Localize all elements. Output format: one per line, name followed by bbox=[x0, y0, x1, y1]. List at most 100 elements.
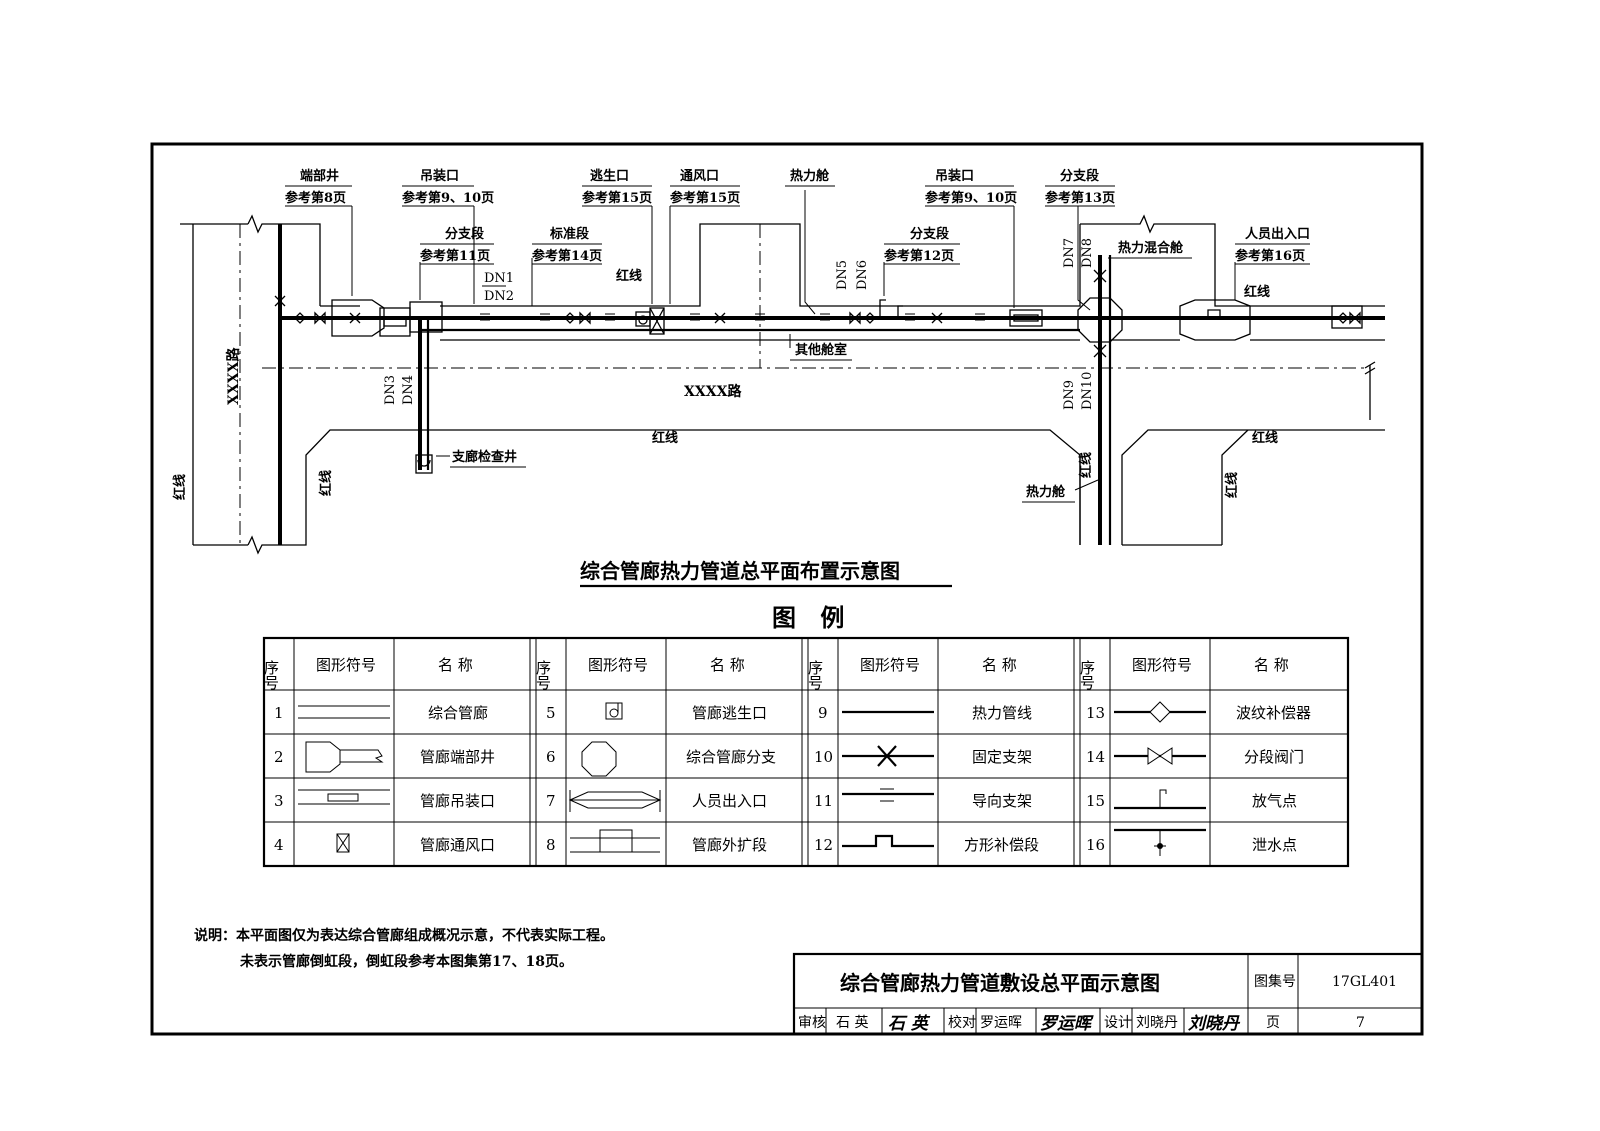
personnel-exit-ref: 参考第16页 bbox=[1235, 248, 1305, 264]
dn1-label: DN1 bbox=[484, 271, 514, 286]
escape-exit-callout: 逃生口 bbox=[590, 168, 629, 184]
end-well-callout: 端部井 bbox=[300, 168, 339, 184]
red-line-label: 红线 bbox=[318, 470, 334, 496]
vent-opening-ref: 参考第15页 bbox=[670, 190, 740, 206]
legend-item-name: 导向支架 bbox=[972, 792, 1032, 810]
legend-item-name: 综合管廊 bbox=[428, 704, 488, 722]
branch-section-2-ref: 参考第12页 bbox=[884, 248, 954, 264]
legend-item-no: 7 bbox=[546, 792, 556, 810]
dn4-label: DN4 bbox=[401, 375, 416, 405]
legend-header-symbol: 图形符号 bbox=[860, 656, 920, 674]
legend-item-name: 管廊外扩段 bbox=[692, 836, 767, 854]
dn3-label: DN3 bbox=[383, 375, 398, 405]
legend-header-name: 名 称 bbox=[438, 656, 473, 674]
escape-exit-ref: 参考第15页 bbox=[582, 190, 652, 206]
horizontal-road-name: XXXX路 bbox=[684, 383, 742, 400]
red-line-label: 红线 bbox=[1078, 452, 1094, 478]
red-line-label: 红线 bbox=[172, 474, 188, 500]
legend-item-no: 16 bbox=[1086, 836, 1105, 854]
legend-header-no: 序号 bbox=[262, 660, 280, 691]
corridor-double-line-icon bbox=[298, 705, 390, 719]
sheet-frame bbox=[150, 142, 1424, 1036]
atlas-number: 17GL401 bbox=[1332, 974, 1397, 990]
escape-exit-icon bbox=[605, 702, 623, 720]
legend-item-name: 管廊吊装口 bbox=[420, 792, 495, 810]
drawing-title: 综合管廊热力管道敷设总平面示意图 bbox=[840, 971, 1160, 995]
legend-item-no: 9 bbox=[818, 704, 828, 722]
reviewer-signature: 石 英 bbox=[888, 1014, 931, 1034]
dn2-label: DN2 bbox=[484, 289, 514, 304]
red-line-label: 红线 bbox=[1244, 284, 1270, 300]
legend-item-no: 12 bbox=[814, 836, 833, 854]
legend-item-name: 热力管线 bbox=[972, 704, 1032, 722]
branch-section-2-callout: 分支段 bbox=[910, 226, 949, 242]
legend-item-name: 泄水点 bbox=[1252, 836, 1297, 854]
legend-item-name: 综合管廊分支 bbox=[686, 748, 776, 766]
diagram-title: 综合管廊热力管道总平面布置示意图 bbox=[580, 559, 900, 583]
legend-item-name: 波纹补偿器 bbox=[1236, 704, 1311, 722]
legend-header-symbol: 图形符号 bbox=[588, 656, 648, 674]
checker-label: 校对 bbox=[948, 1014, 976, 1031]
personnel-exit-icon bbox=[568, 790, 662, 812]
legend-item-no: 4 bbox=[274, 836, 284, 854]
note-line-2: 未表示管廊倒虹段，倒虹段参考本图集第17、18页。 bbox=[240, 953, 573, 970]
legend-item-no: 10 bbox=[814, 748, 833, 766]
dn9-label: DN9 bbox=[1062, 380, 1077, 410]
hoist-opening-1-ref: 参考第9、10页 bbox=[402, 190, 494, 206]
fixed-support-icon bbox=[842, 745, 934, 767]
branch-inspection-well-callout: 支廊检查井 bbox=[451, 449, 517, 465]
red-line-label: 红线 bbox=[1224, 472, 1240, 498]
designer-signature: 刘晓丹 bbox=[1188, 1014, 1241, 1034]
atlas-label: 图集号 bbox=[1254, 973, 1296, 990]
checker-signature: 罗运晖 bbox=[1040, 1014, 1094, 1034]
legend-item-name: 人员出入口 bbox=[692, 792, 767, 810]
standard-section-ref: 参考第14页 bbox=[532, 248, 602, 264]
other-cabin-callout: 其他舱室 bbox=[795, 342, 847, 358]
legend-item-no: 2 bbox=[274, 748, 284, 766]
square-compensator-icon bbox=[842, 834, 934, 848]
red-line-label: 红线 bbox=[1252, 430, 1278, 446]
branch-section-1-ref: 参考第11页 bbox=[420, 248, 490, 264]
legend-title: 图 例 bbox=[772, 603, 852, 632]
legend-item-no: 11 bbox=[814, 792, 833, 810]
heat-cabin-top-callout: 热力舱 bbox=[790, 168, 830, 184]
hoist-opening-1-callout: 吊装口 bbox=[420, 168, 459, 184]
legend-rows: 1 综合管廊 2 管廊端部井 3 管廊吊装口 4 管廊通风口 5 管廊逃生口 6… bbox=[274, 704, 1311, 854]
bellows-compensator-icon bbox=[1114, 701, 1206, 723]
legend-item-name: 管廊通风口 bbox=[420, 836, 495, 854]
branch-section-3-callout: 分支段 bbox=[1060, 168, 1099, 184]
legend-item-name: 分段阀门 bbox=[1244, 748, 1304, 766]
branch-section-1-callout: 分支段 bbox=[445, 226, 484, 242]
legend-item-no: 3 bbox=[274, 792, 284, 810]
vent-opening-icon bbox=[336, 833, 350, 853]
dn7-label: DN7 bbox=[1062, 238, 1077, 268]
page-number: 7 bbox=[1356, 1015, 1365, 1031]
legend-item-no: 15 bbox=[1086, 792, 1105, 810]
red-line-label: 红线 bbox=[616, 268, 642, 284]
legend-header-name: 名 称 bbox=[982, 656, 1017, 674]
legend-item-name: 管廊逃生口 bbox=[692, 704, 767, 722]
legend-item-no: 5 bbox=[546, 704, 556, 722]
legend-header-symbol: 图形符号 bbox=[1132, 656, 1192, 674]
dn5-label: DN5 bbox=[835, 260, 850, 290]
legend-item-name: 放气点 bbox=[1252, 792, 1297, 810]
legend-item-name: 固定支架 bbox=[972, 748, 1032, 766]
reviewer-name: 石 英 bbox=[836, 1014, 868, 1031]
guide-support-icon bbox=[842, 788, 934, 802]
hoist-opening-2-callout: 吊装口 bbox=[935, 168, 974, 184]
heat-mixed-cabin-callout: 热力混合舱 bbox=[1118, 240, 1184, 256]
expansion-section-icon bbox=[570, 829, 660, 853]
standard-section-callout: 标准段 bbox=[549, 226, 589, 242]
legend-header-name: 名 称 bbox=[710, 656, 745, 674]
title-block bbox=[792, 952, 1424, 1036]
hoist-opening-icon bbox=[298, 789, 390, 805]
end-well-ref: 参考第8页 bbox=[285, 190, 346, 206]
octagon-branch-icon bbox=[581, 741, 617, 777]
legend-item-no: 1 bbox=[274, 704, 284, 722]
legend-item-no: 6 bbox=[546, 748, 556, 766]
heat-cabin-bottom-callout: 热力舱 bbox=[1026, 484, 1066, 500]
hoist-opening-2-ref: 参考第9、10页 bbox=[925, 190, 1017, 206]
legend-item-no: 14 bbox=[1086, 748, 1105, 766]
drain-point-icon bbox=[1114, 828, 1206, 856]
